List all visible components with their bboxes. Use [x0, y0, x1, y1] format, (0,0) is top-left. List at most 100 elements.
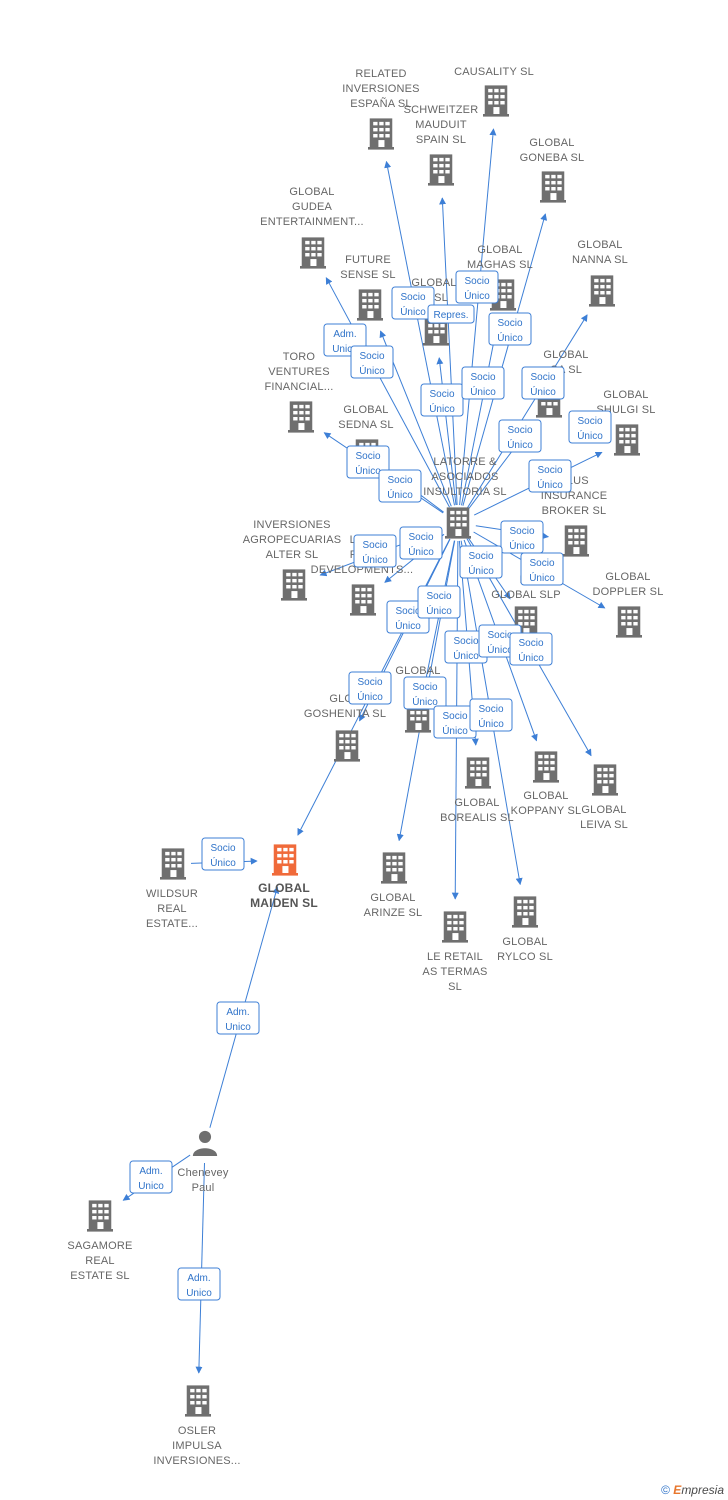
relation-label-text: Unico: [138, 1181, 164, 1192]
edge-latorre-to-nanna: [467, 314, 588, 508]
relation-label-box: [399, 526, 443, 560]
relation-label-adm-unico[interactable]: Adm.Unico: [129, 1160, 173, 1194]
relation-label-text: Único: [426, 604, 452, 617]
relation-label-text: Único: [537, 478, 563, 491]
relation-label-text: Único: [470, 385, 496, 398]
relation-label-text: Socio: [464, 276, 489, 287]
building-icon: [540, 171, 566, 203]
building-icon: [592, 764, 618, 796]
relation-label-text: Único: [429, 402, 455, 415]
relation-label-text: Repres.: [433, 310, 468, 321]
relation-label-text: Único: [400, 305, 426, 318]
relation-label-text: Unico: [332, 344, 358, 355]
relation-label-box: [346, 445, 390, 479]
relation-label-repres[interactable]: Repres.: [427, 304, 475, 324]
building-icon: [445, 507, 471, 539]
building-icon: [185, 1385, 211, 1417]
relation-label-text: Socio: [577, 416, 602, 427]
relation-label-text: Socio: [387, 475, 412, 486]
relation-label-text: Único: [355, 464, 381, 477]
relation-label-text: Único: [478, 717, 504, 730]
relation-label-text: Socio: [408, 532, 433, 543]
footer-credit[interactable]: © Empresia: [661, 1483, 724, 1497]
relation-label-text: Único: [468, 564, 494, 577]
relation-label-text: Socio: [400, 292, 425, 303]
node-causality[interactable]: CAUSALITY SL: [454, 66, 534, 117]
building-icon: [300, 237, 326, 269]
relation-label-text: Único: [359, 364, 385, 377]
building-icon: [533, 751, 559, 783]
building-icon: [563, 525, 589, 557]
building-icon: [350, 584, 376, 616]
relation-label-text: Socio: [210, 843, 235, 854]
relation-label-text: Único: [395, 619, 421, 632]
relation-label-text: Socio: [537, 465, 562, 476]
relation-label-text: Único: [412, 695, 438, 708]
building-icon: [614, 424, 640, 456]
relation-label-text: Socio: [487, 630, 512, 641]
building-icon: [589, 275, 615, 307]
relation-label-adm-unico[interactable]: Adm.Unico: [177, 1267, 221, 1301]
relation-label-adm-unico[interactable]: Adm.Unico: [216, 1001, 260, 1035]
relation-label-text: Socio: [509, 526, 534, 537]
relation-label-text: Único: [507, 438, 533, 451]
